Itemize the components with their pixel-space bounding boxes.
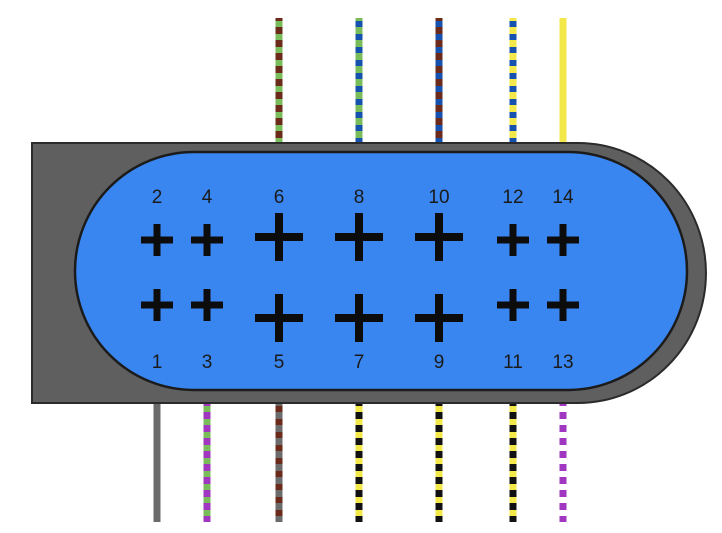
wire-pin-10 [435, 18, 443, 143]
pin-label-3: 3 [202, 352, 213, 373]
pin-label-12: 12 [502, 187, 523, 208]
pin-label-13: 13 [552, 352, 573, 373]
pin-label-7: 7 [354, 352, 365, 373]
pin-marker-11 [497, 289, 529, 321]
pin-marker-7 [335, 294, 383, 342]
pin-marker-3 [191, 289, 223, 321]
wire-pin-1 [153, 403, 161, 522]
pin-label-4: 4 [202, 187, 213, 208]
pin-marker-2 [141, 224, 173, 256]
pin-marker-8 [335, 213, 383, 261]
wires-bottom [153, 403, 567, 522]
pin-marker-10 [415, 213, 463, 261]
pin-marker-12 [497, 224, 529, 256]
pin-label-14: 14 [552, 187, 574, 208]
pin-marker-5 [255, 294, 303, 342]
pin-label-11: 11 [503, 352, 523, 373]
pin-label-1: 1 [152, 352, 163, 373]
pin-marker-6 [255, 213, 303, 261]
pin-label-6: 6 [274, 187, 285, 208]
pin-marker-9 [415, 294, 463, 342]
pin-label-2: 2 [152, 187, 163, 208]
connector-face [73, 150, 689, 392]
wire-pin-8 [355, 18, 363, 143]
pin-markers [141, 213, 579, 342]
pin-label-9: 9 [434, 352, 445, 373]
wire-pin-12 [509, 18, 517, 143]
pin-marker-13 [547, 289, 579, 321]
pin-label-8: 8 [354, 187, 365, 208]
wire-pin-14 [559, 18, 567, 143]
pin-marker-4 [191, 224, 223, 256]
pin-label-10: 10 [428, 187, 449, 208]
pin-label-5: 5 [274, 352, 285, 373]
pin-marker-14 [547, 224, 579, 256]
wires-top [275, 18, 567, 143]
pin-marker-1 [141, 289, 173, 321]
wire-pin-6 [275, 18, 283, 143]
